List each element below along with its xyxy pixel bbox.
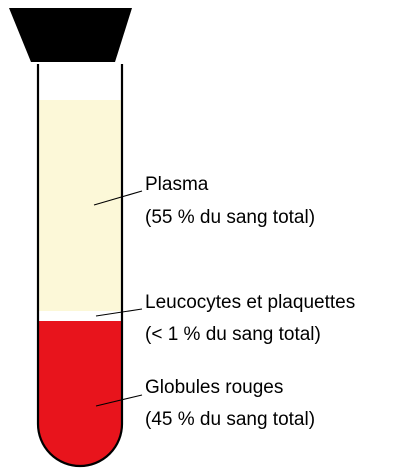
red-cells-layer <box>30 321 130 475</box>
red-cells-label: Globules rouges <box>145 377 283 398</box>
plasma-layer <box>30 100 130 311</box>
buffy-coat-label: Leucocytes et plaquettes <box>145 292 355 313</box>
red-cells-percentage: (45 % du sang total) <box>145 409 315 430</box>
buffy-coat-percentage: (< 1 % du sang total) <box>145 324 321 345</box>
plasma-percentage: (55 % du sang total) <box>145 207 315 228</box>
stopper-cap <box>9 8 132 62</box>
buffy-coat-layer <box>30 311 130 321</box>
plasma-label: Plasma <box>145 174 209 195</box>
